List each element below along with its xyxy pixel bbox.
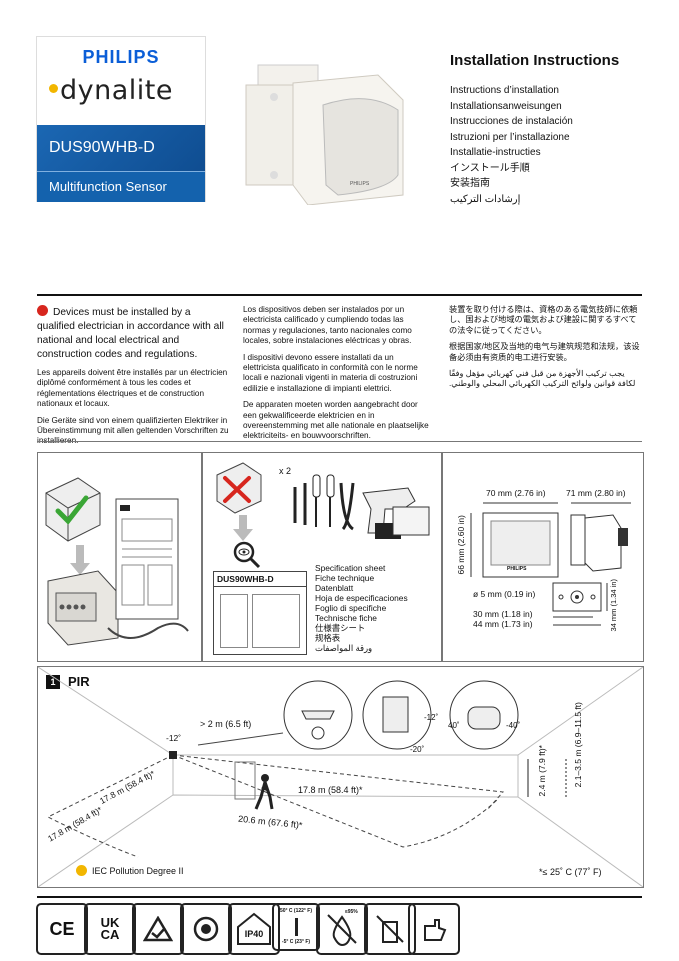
warning-column-3: 装置を取り付ける際は、資格のある電気技師に依頼し、国および地域の電気および建設に… (449, 305, 642, 396)
dim-depth: 71 mm (2.80 in) (566, 488, 626, 498)
recycle-mark-icon (180, 903, 232, 955)
dimensions-drawing (470, 502, 631, 626)
temperature-note: *≤ 25˚ C (77˚ F) (539, 867, 602, 877)
no-cleaning-spray-icon (364, 903, 416, 955)
mount-height-label: 2.4 m (7.9 ft)* (537, 745, 547, 797)
translation-zh: 安装指南 (450, 178, 490, 189)
warning-es: Los dispositivos deben ser instalados po… (243, 305, 412, 346)
clearance-label: > 2 m (6.5 ft) (200, 719, 252, 729)
temperature-range-icon: 50° C (122° F)-5° C (23° F) (272, 903, 320, 951)
dim-hole: ø 5 mm (0.19 in) (473, 589, 536, 599)
warning-de: Die Geräte sind von einem qualifizierten… (37, 415, 229, 446)
translation-nl: Installatie-instructies (450, 147, 541, 158)
spec-sheet-model: DUS90WHB-D (214, 572, 306, 587)
section-title: PIR (68, 674, 90, 689)
pir-detection-diagram (38, 667, 643, 887)
translation-ja: インストール手順 (450, 162, 530, 174)
translation-es: Instrucciones de instalación (450, 116, 573, 127)
magnifier-eye-icon (233, 541, 261, 569)
pollution-degree: IEC Pollution Degree II (76, 865, 184, 876)
warning-nl: De apparaten moeten worden aangebracht d… (243, 400, 429, 441)
screw-count: x 2 (279, 466, 292, 476)
warning-ja: 装置を取り付ける際は、資格のある電気技師に依頼し、国および地域の電気および建設に… (449, 305, 638, 335)
tilt-angle-label: -12˚ (166, 733, 182, 743)
tilt-up-label: -12˚ (424, 713, 439, 722)
dim-base-width: 44 mm (1.73 in) (473, 619, 533, 629)
spec-sheet-labels: Specification sheet Fiche technique Date… (315, 563, 408, 653)
product-type: Multifunction Sensor (49, 179, 167, 194)
page-title: Installation Instructions (450, 52, 620, 69)
spec-sheet-thumbnail: DUS90WHB-D (213, 571, 307, 655)
sensor-product-image: PHILIPS (245, 64, 404, 205)
translation-de: Installationsanweisungen (450, 100, 562, 112)
translation-fr: Instructions d’installation (450, 85, 559, 96)
model-number: DUS90WHB-D (49, 139, 155, 156)
unpack-illustration (45, 477, 189, 646)
unpack-panel (37, 452, 202, 662)
ip40-icon: IP40 (228, 903, 280, 955)
warning-zh: 根据国家/地区及当地的电气与建筑规范和法规，该设备必须由有资质的电工进行安装。 (449, 342, 640, 362)
pollution-warning-icon (76, 865, 87, 876)
warning-ar: يجب تركيب الأجهزة من قبل فني كهربائي مؤه… (449, 369, 636, 389)
range-long-label: 17.8 m (58.4 ft)* (298, 785, 363, 795)
humidity-icon: ≤95% (316, 903, 368, 955)
warning-column-2: Los dispositivos deben ser instalados po… (243, 305, 430, 448)
warning-it: I dispositivi devono essere installati d… (243, 352, 418, 393)
rotate-left-label: 40˚ (448, 721, 460, 730)
warning-icon (37, 305, 48, 316)
dynalite-logo: dynalite (49, 75, 173, 106)
tools-illustration (216, 462, 430, 541)
dimensions-panel: 70 mm (2.76 in) 71 mm (2.80 in) 66 mm (2… (442, 452, 644, 662)
divider-top (37, 294, 642, 296)
dim-hole-spacing: 30 mm (1.18 in) (473, 609, 533, 619)
warning-fr: Les appareils doivent être installés par… (37, 368, 228, 409)
handle-with-care-icon (408, 903, 460, 955)
warning-column-1: Devices must be installed by a qualified… (37, 305, 230, 453)
ce-mark: CE (36, 903, 88, 955)
tools-panel: x 2 DUS90WHB-D Specification sheet Fiche… (202, 452, 442, 662)
title-block: Installation Instructions Instructions d… (450, 52, 650, 207)
tilt-down-label: -20˚ (410, 745, 425, 754)
translation-ar: إرشادات التركيب (450, 193, 521, 205)
rotate-right-label: -40˚ (506, 721, 521, 730)
drawing-brand-label: PHILIPS (507, 566, 527, 572)
dim-height: 66 mm (2.60 in) (456, 515, 466, 575)
rcm-mark-icon (132, 903, 184, 955)
divider-bottom (37, 896, 642, 898)
product-image-label: PHILIPS (350, 181, 370, 187)
philips-logo: PHILIPS (82, 47, 160, 67)
translation-it: Istruzioni per l’installazione (450, 131, 570, 143)
warning-en: Devices must be installed by a qualified… (37, 307, 224, 360)
height-range-label: 2.1–3.5 m (6.9–11.5 ft) (573, 702, 583, 788)
divider-mid (37, 441, 642, 442)
dim-base-height: 34 mm (1.34 in) (609, 579, 618, 632)
dim-width: 70 mm (2.76 in) (486, 488, 546, 498)
brand-card: PHILIPS dynalite DUS90WHB-D Multifunctio… (37, 37, 205, 202)
pir-section: 1 PIR -12˚ > 2 m (6.5 ft) 17.8 m (58.4 f… (37, 666, 644, 888)
